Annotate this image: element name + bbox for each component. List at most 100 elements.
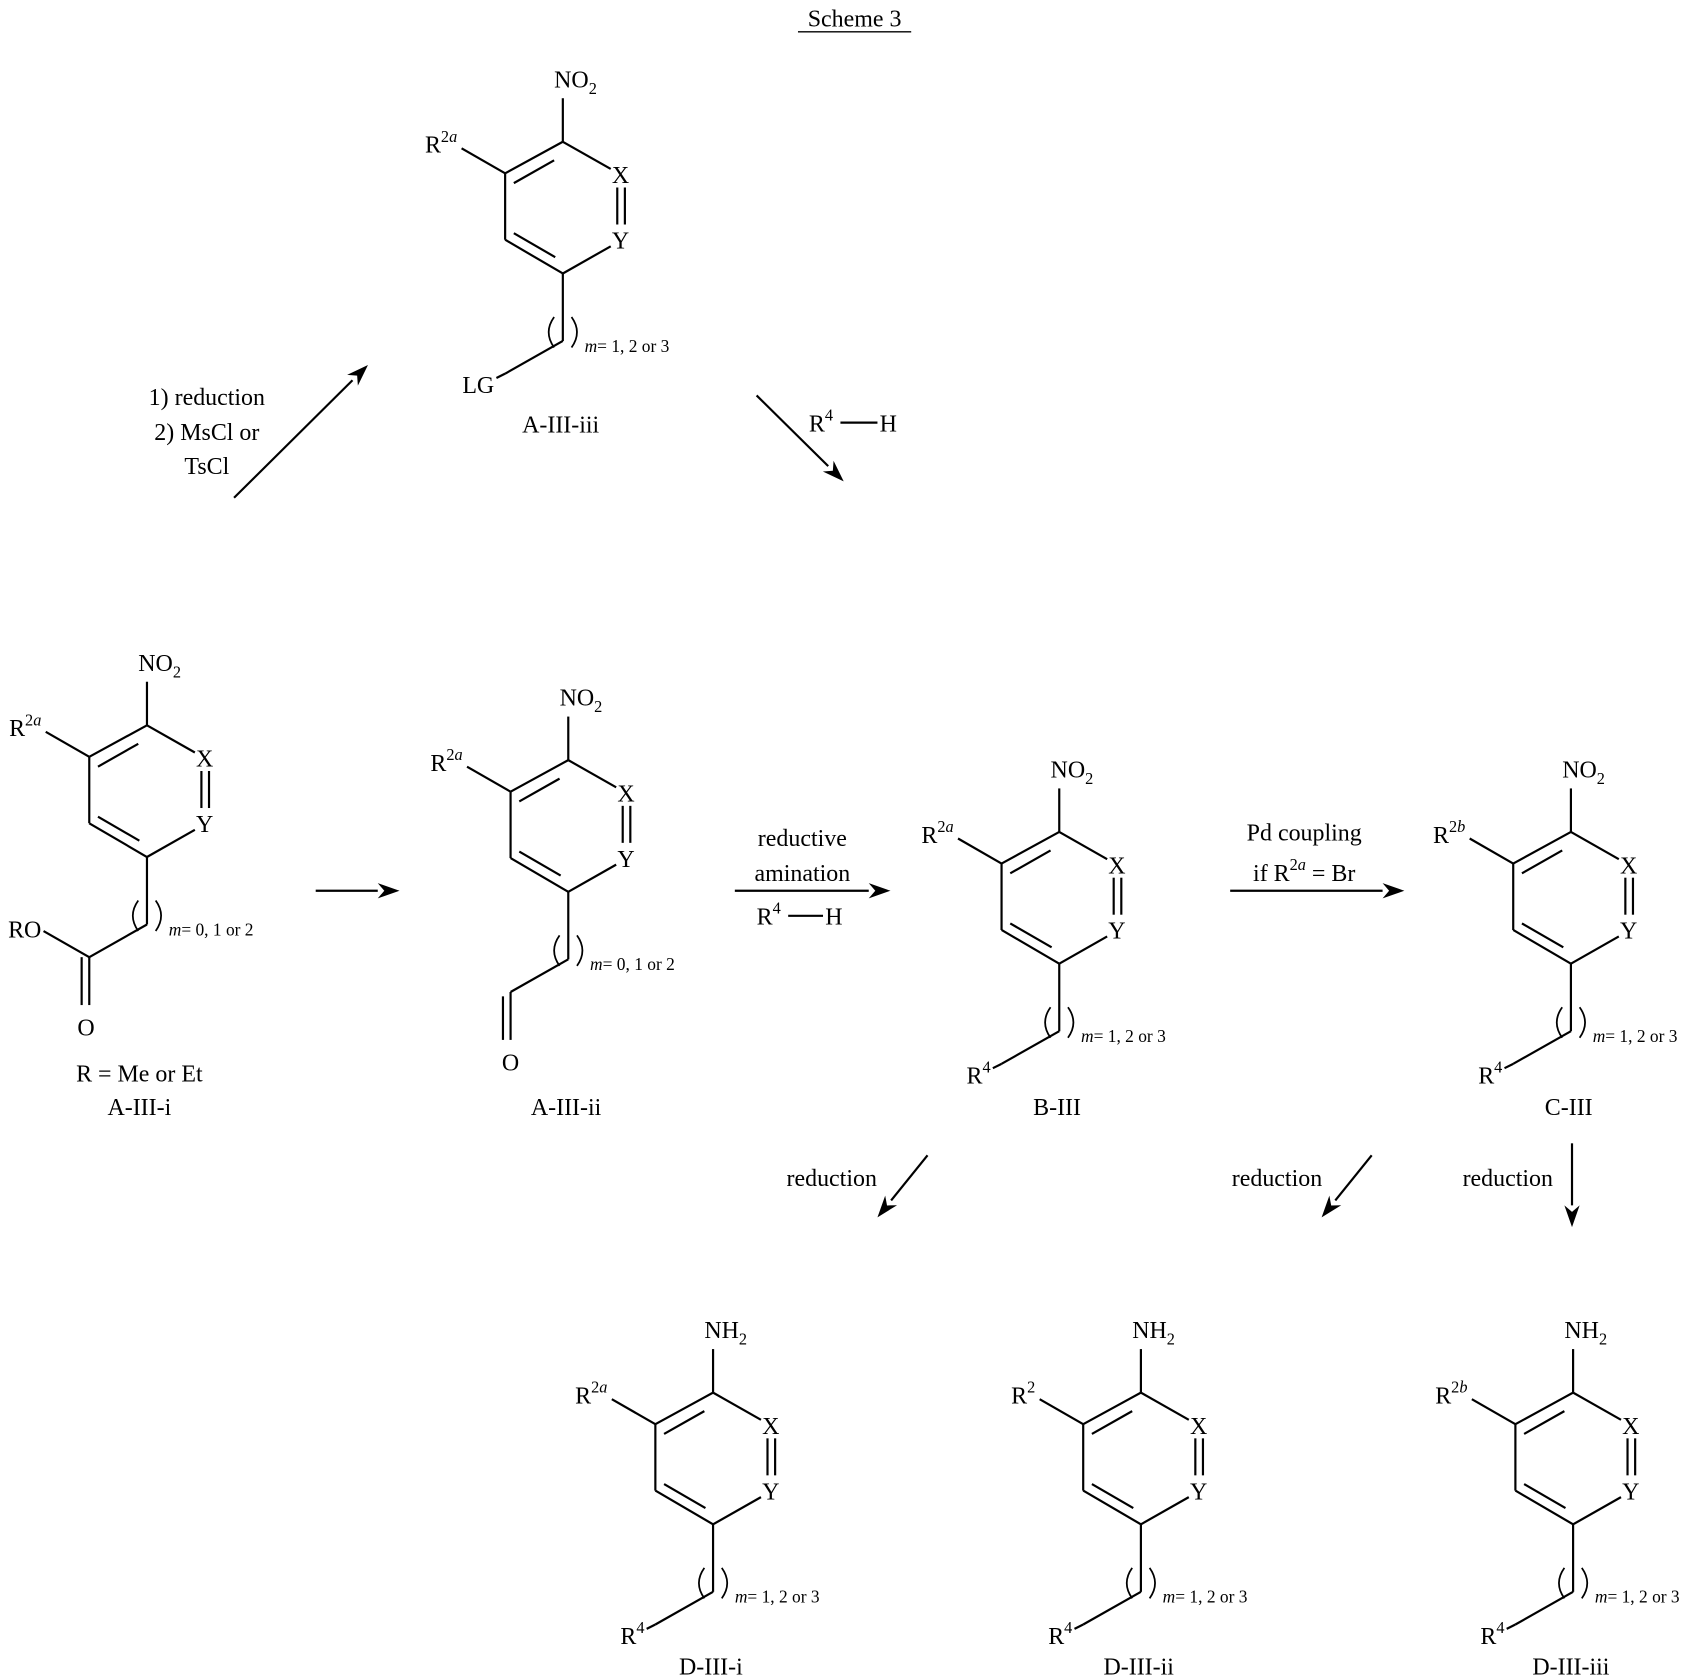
arrow-shaft [1334,1154,1373,1202]
top-substituent: NH2 [1564,1318,1607,1349]
top-substituent-part: NH [1132,1318,1167,1344]
condition-text: if R2a = Br [1253,855,1355,887]
r2-substituent-part: R [1435,1384,1451,1410]
ring-atom-y-part: Y [1108,919,1125,945]
condition-text: amination [754,861,850,887]
open-paren [553,934,561,967]
bond [510,958,569,993]
reagent-text: R4 [809,405,833,437]
bond [992,1062,1003,1070]
bond [1074,1623,1084,1630]
chain-length-label-part: = 0, 1 or 2 [603,954,675,974]
ring-atom-x-part: X [196,747,213,773]
close-paren [1581,1567,1589,1599]
chain-length-label: m= 1, 2 or 3 [1593,1026,1678,1046]
ring-atom-y-part: Y [1190,1479,1207,1505]
compound-label: C-III [1545,1095,1593,1121]
condition-text: reduction [787,1166,877,1192]
close-paren [721,1567,729,1599]
bond [1082,1391,1142,1426]
condition-text: Pd coupling [1247,821,1362,847]
r2-substituent-part: 2 [591,1378,599,1397]
bond [1512,831,1572,865]
ring-atom-y-part: Y [762,1479,779,1505]
top-substituent: NO2 [1562,758,1605,789]
top-substituent-part: 2 [1167,1330,1175,1349]
arrow-reduction-3: reduction [1463,1143,1580,1228]
arrow-head [1382,883,1405,899]
arrow-head [868,883,891,899]
arrow-head [347,364,368,386]
top-substituent-part: 2 [1597,769,1605,788]
open-paren [1044,1006,1052,1039]
top-substituent-part: NH [704,1318,739,1344]
bond [461,147,506,175]
r2-substituent: R2a [575,1378,607,1410]
bond [504,340,564,375]
end-group: R4 [1478,1058,1502,1090]
compound-label: A-III-ii [531,1095,602,1121]
r2-substituent-part: R [430,751,446,777]
bond [97,742,139,768]
chain-length-label-part: m [1593,1026,1606,1046]
reagent-text-part: 1) reduction [149,385,265,411]
condition-text-part: reduction [1232,1166,1322,1192]
r2-substituent-part: 2 [937,817,945,836]
reagent-text: TsCl [184,454,229,480]
bond [1082,1489,1142,1526]
end-group: R4 [1048,1618,1072,1650]
r2-substituent-part: R [575,1384,591,1410]
reagent-text-part: R [809,411,825,437]
condition-text: reduction [1463,1166,1553,1192]
reagent-text-part: 2) MsCl or [154,420,259,446]
compound-label-part: A-III-iii [522,412,599,438]
bond [1570,935,1620,965]
reagent-text: 2) MsCl or [154,420,259,446]
bond [45,730,90,758]
chain-length-label-part: m [1081,1026,1094,1046]
r2-substituent-part: 2 [1451,1378,1459,1397]
bond [1512,1030,1572,1065]
open-paren [547,316,555,349]
bond [513,159,555,185]
bond [466,765,512,793]
bond [1506,1623,1516,1630]
ring-atom-y-part: Y [612,228,629,254]
bond [1009,922,1053,949]
reagent-text-part: H [825,905,842,931]
bond [504,238,564,275]
chain-length-label-part: m [735,1587,748,1607]
compound-label: D-III-iii [1532,1655,1609,1677]
arrow-head [377,883,400,899]
end-group-part: R [1478,1063,1494,1089]
chain-length-label-part: = 0, 1 or 2 [181,919,253,939]
condition-text-part: reduction [1463,1166,1553,1192]
ring-atom-x: X [612,163,629,189]
bond [1009,849,1052,875]
top-substituent-part: 2 [1599,1330,1607,1349]
r2-substituent: R2a [921,817,953,849]
ring-atom-y-part: Y [617,847,634,873]
top-substituent-part: 2 [1085,769,1093,788]
end-group-part: 4 [1064,1618,1072,1637]
bond [712,1496,762,1526]
bond [1514,1590,1574,1626]
chain-length-label: m= 1, 2 or 3 [1163,1587,1248,1607]
ring-atom-x: X [196,747,213,773]
reagent-text-part: TsCl [184,454,229,480]
chain-length-label-part: m [1595,1587,1608,1607]
reagent-text: H [880,411,897,437]
ring-atom-y: Y [196,812,213,838]
chain-length-label-part: m [590,954,603,974]
arrow-a-iii-iii-to-b-iii: R4 H [755,394,897,482]
r2-substituent-part: a [33,710,41,729]
close-paren [1148,1567,1156,1599]
bond [1001,1030,1060,1065]
bond [1001,831,1060,865]
